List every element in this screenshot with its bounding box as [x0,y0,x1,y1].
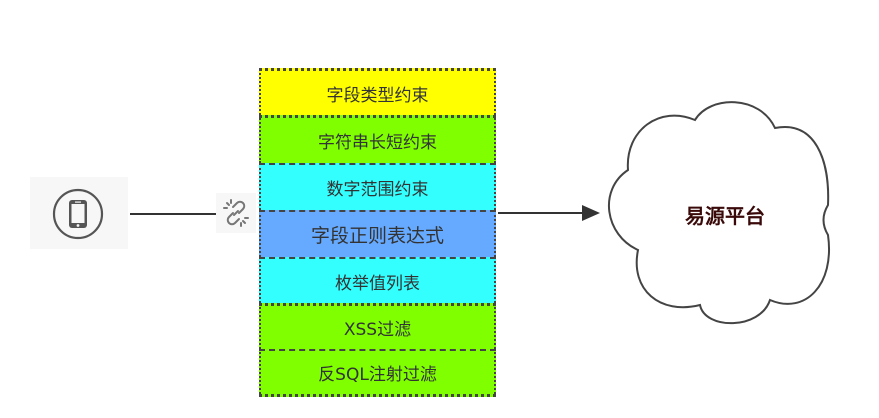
layer-string-length: 字符串长短约束 [259,115,496,163]
layer-label: 枚举值列表 [335,273,420,294]
smartphone-icon [52,188,104,240]
client-device [30,177,128,249]
broken-link-icon [223,199,249,227]
layer-sql-injection-filter: 反SQL注射过滤 [259,349,496,397]
layer-label: 反SQL注射过滤 [318,365,437,385]
layer-label: 字符串长短约束 [318,133,437,153]
layer-xss-filter: XSS过滤 [259,303,496,349]
validation-layer-stack: 字段类型约束 字符串长短约束 数字范围约束 字段正则表达式 枚举值列表 XSS过… [259,68,498,397]
layer-enum-list: 枚举值列表 [259,257,496,303]
layer-label: 字段正则表达式 [310,225,444,247]
connector [216,193,256,233]
layer-label: 字段类型约束 [326,85,429,106]
layer-label: 数字范围约束 [326,180,429,200]
platform-label: 易源平台 [685,204,765,228]
platform-cloud [607,101,830,325]
arrow-head-icon [582,205,600,221]
client-connection-line [130,213,216,215]
layer-field-type: 字段类型约束 [259,68,496,115]
layer-number-range: 数字范围约束 [259,163,496,210]
layer-label: XSS过滤 [343,320,412,340]
layer-regex: 字段正则表达式 [259,210,496,257]
arrow-line-to-platform [498,212,586,214]
